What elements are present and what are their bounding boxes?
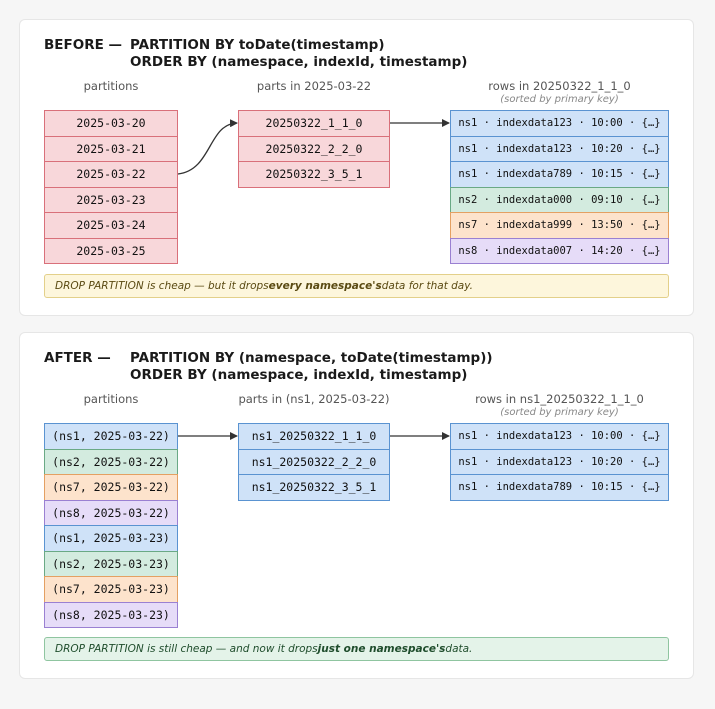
partitions-cell: 2025-03-23 [44, 186, 178, 213]
after-order-by: ORDER BY (namespace, indexId, timestamp) [130, 367, 468, 383]
parts-cell: 20250322_1_1_0 [238, 110, 390, 137]
after-rows-header: rows in ns1_20250322_1_1_0 [475, 392, 644, 406]
partitions-cell: 2025-03-21 [44, 135, 178, 162]
rows-cell: ns1 · indexdata789 · 10:15 · {…} [450, 474, 669, 501]
partitions-cell: (ns7, 2025-03-23) [44, 576, 178, 603]
partitions-cell: (ns8, 2025-03-22) [44, 499, 178, 526]
parts-cell: ns1_20250322_1_1_0 [238, 423, 390, 450]
before-note: DROP PARTITION is cheap — but it drops e… [44, 274, 669, 298]
parts-cell: ns1_20250322_2_2_0 [238, 448, 390, 475]
partitions-cell: (ns2, 2025-03-22) [44, 448, 178, 475]
parts-cell: 20250322_3_5_1 [238, 161, 390, 188]
arrow-partition-to-parts [177, 119, 238, 175]
rows-cell: ns1 · indexdata123 · 10:20 · {…} [450, 448, 669, 475]
after-rows-subheader: (sorted by primary key) [500, 407, 619, 418]
after-note-bold: just one namespace's [317, 643, 446, 655]
parts-cell: ns1_20250322_3_5_1 [238, 474, 390, 501]
after-note-post: data. [445, 643, 473, 655]
partitions-cell: (ns1, 2025-03-22) [44, 423, 178, 450]
partitions-cell: 2025-03-24 [44, 212, 178, 239]
partitions-cell: 2025-03-20 [44, 110, 178, 137]
after-note: DROP PARTITION is still cheap — and now … [44, 637, 669, 661]
rows-cell: ns1 · indexdata123 · 10:20 · {…} [450, 135, 669, 162]
partitions-cell: (ns2, 2025-03-23) [44, 550, 178, 577]
rows-cell: ns1 · indexdata123 · 10:00 · {…} [450, 110, 669, 137]
before-label: BEFORE — [44, 37, 123, 53]
rows-cell: ns7 · indexdata999 · 13:50 · {…} [450, 212, 669, 239]
partitions-cell: (ns7, 2025-03-22) [44, 474, 178, 501]
before-rows-header: rows in 20250322_1_1_0 [488, 79, 631, 93]
partitions-cell: 2025-03-25 [44, 237, 178, 264]
rows-cell: ns8 · indexdata007 · 14:20 · {…} [450, 237, 669, 264]
after-parts-header: parts in (ns1, 2025-03-22) [238, 392, 390, 406]
before-note-pre: DROP PARTITION is cheap — but it drops [55, 280, 269, 292]
parts-cell: 20250322_2_2_0 [238, 135, 390, 162]
after-partitions-header: partitions [83, 392, 139, 406]
after-partition-by: PARTITION BY (namespace, toDate(timestam… [130, 350, 493, 366]
rows-cell: ns1 · indexdata123 · 10:00 · {…} [450, 423, 669, 450]
before-panel: BEFORE — PARTITION BY toDate(timestamp) … [19, 19, 694, 316]
before-rows-subheader: (sorted by primary key) [500, 94, 619, 105]
after-panel: AFTER — PARTITION BY (namespace, toDate(… [19, 332, 694, 679]
before-partition-by: PARTITION BY toDate(timestamp) [130, 37, 385, 53]
before-arrows [177, 119, 450, 175]
before-parts-header: parts in 2025-03-22 [256, 79, 372, 93]
before-note-bold: every namespace's [268, 280, 382, 292]
before-partitions-header: partitions [83, 79, 139, 93]
partitions-cell: (ns1, 2025-03-23) [44, 525, 178, 552]
after-note-pre: DROP PARTITION is still cheap — and now … [55, 643, 318, 655]
after-arrows [178, 432, 450, 440]
after-label: AFTER — [44, 350, 111, 366]
partitions-cell: 2025-03-22 [44, 161, 178, 188]
before-note-post: data for that day. [381, 280, 473, 292]
rows-cell: ns1 · indexdata789 · 10:15 · {…} [450, 161, 669, 188]
before-order-by: ORDER BY (namespace, indexId, timestamp) [130, 54, 468, 70]
rows-cell: ns2 · indexdata000 · 09:10 · {…} [450, 186, 669, 213]
partitions-cell: (ns8, 2025-03-23) [44, 601, 178, 628]
